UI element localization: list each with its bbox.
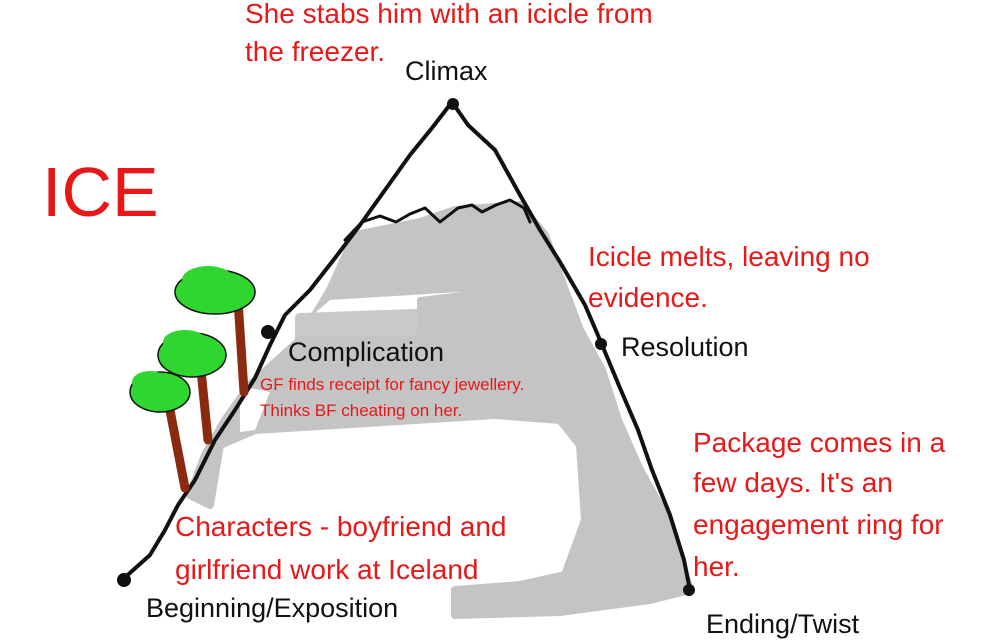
ending-note-line4: her. — [693, 551, 740, 582]
ending-note-line1: Package comes in a — [693, 427, 946, 458]
complication-note-line2: Thinks BF cheating on her. — [260, 401, 463, 420]
marker-complication — [261, 325, 275, 339]
stage-label-resolution: Resolution — [621, 332, 749, 362]
marker-climax — [447, 98, 459, 110]
resolution-note-line1: Icicle melts, leaving no — [588, 241, 870, 272]
resolution-note-line2: evidence. — [588, 282, 708, 313]
beginning-note-line1: Characters - boyfriend and — [175, 511, 507, 542]
marker-ending — [683, 584, 695, 596]
ending-note-line3: engagement ring for — [693, 509, 944, 540]
tree-2 — [157, 330, 227, 445]
climax-note-line1: She stabs him with an icicle from — [245, 0, 653, 29]
marker-resolution — [595, 338, 607, 350]
mountain-outline — [120, 100, 692, 592]
stage-label-complication: Complication — [288, 337, 445, 367]
ending-note-line2: few days. It's an — [693, 467, 893, 498]
stage-label-ending: Ending/Twist — [706, 609, 860, 639]
snow-cap-line — [343, 198, 532, 242]
diagram-title: ICE — [42, 153, 159, 231]
beginning-note-line2: girlfriend work at Iceland — [175, 554, 479, 585]
marker-beginning — [117, 573, 131, 587]
trees — [129, 266, 256, 493]
complication-note-line1: GF finds receipt for fancy jewellery. — [260, 375, 525, 394]
tree-1 — [174, 266, 256, 397]
stage-label-climax: Climax — [405, 56, 488, 86]
grey-fill — [186, 201, 694, 619]
stage-label-beginning: Beginning/Exposition — [146, 593, 399, 623]
climax-note-line2: the freezer. — [245, 36, 386, 67]
tree-3 — [129, 371, 191, 493]
